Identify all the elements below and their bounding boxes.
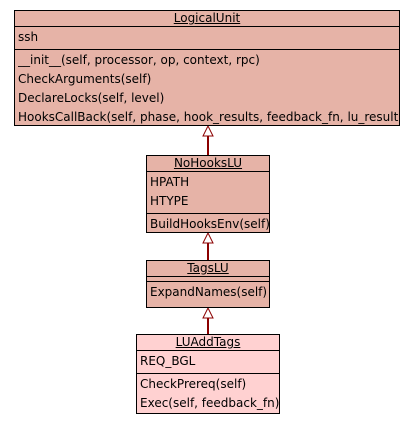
class-tagslu[interactable]: TagsLU ExpandNames(self) — [146, 260, 270, 308]
attribute: HPATH — [150, 175, 190, 189]
class-name: TagsLU — [147, 261, 269, 277]
method: CheckPrereq(self) — [140, 377, 247, 391]
method: __init__(self, processor, op, context, r… — [18, 53, 260, 67]
class-name: LUAddTags — [137, 335, 279, 351]
attribute: REQ_BGL — [140, 354, 196, 368]
attribute: ssh — [18, 30, 39, 44]
attributes-compartment: HPATH HTYPE — [147, 172, 269, 214]
method: Exec(self, feedback_fn) — [140, 396, 279, 410]
attribute: HTYPE — [150, 194, 189, 208]
class-nohookslu[interactable]: NoHooksLU HPATH HTYPE BuildHooksEnv(self… — [146, 155, 270, 233]
method: BuildHooksEnv(self) — [150, 217, 269, 231]
method: ExpandNames(self) — [150, 285, 268, 299]
method: DeclareLocks(self, level) — [18, 91, 165, 105]
methods-compartment: BuildHooksEnv(self) — [147, 214, 269, 236]
class-luaddtags[interactable]: LUAddTags REQ_BGL CheckPrereq(self) Exec… — [136, 334, 280, 414]
attributes-compartment: ssh — [15, 27, 399, 50]
attributes-compartment — [147, 277, 269, 282]
method: HooksCallBack(self, phase, hook_results,… — [18, 110, 399, 124]
class-name: NoHooksLU — [147, 156, 269, 172]
inheritance-arrowhead — [202, 306, 214, 319]
inheritance-arrowhead — [202, 124, 214, 137]
inheritance-arrowhead — [202, 231, 214, 244]
attributes-compartment: REQ_BGL — [137, 351, 279, 374]
class-logicalunit[interactable]: LogicalUnit ssh __init__(self, processor… — [14, 10, 400, 126]
methods-compartment: __init__(self, processor, op, context, r… — [15, 50, 399, 129]
class-name: LogicalUnit — [15, 11, 399, 27]
method: CheckArguments(self) — [18, 72, 152, 86]
methods-compartment: ExpandNames(self) — [147, 282, 269, 304]
methods-compartment: CheckPrereq(self) Exec(self, feedback_fn… — [137, 374, 279, 415]
